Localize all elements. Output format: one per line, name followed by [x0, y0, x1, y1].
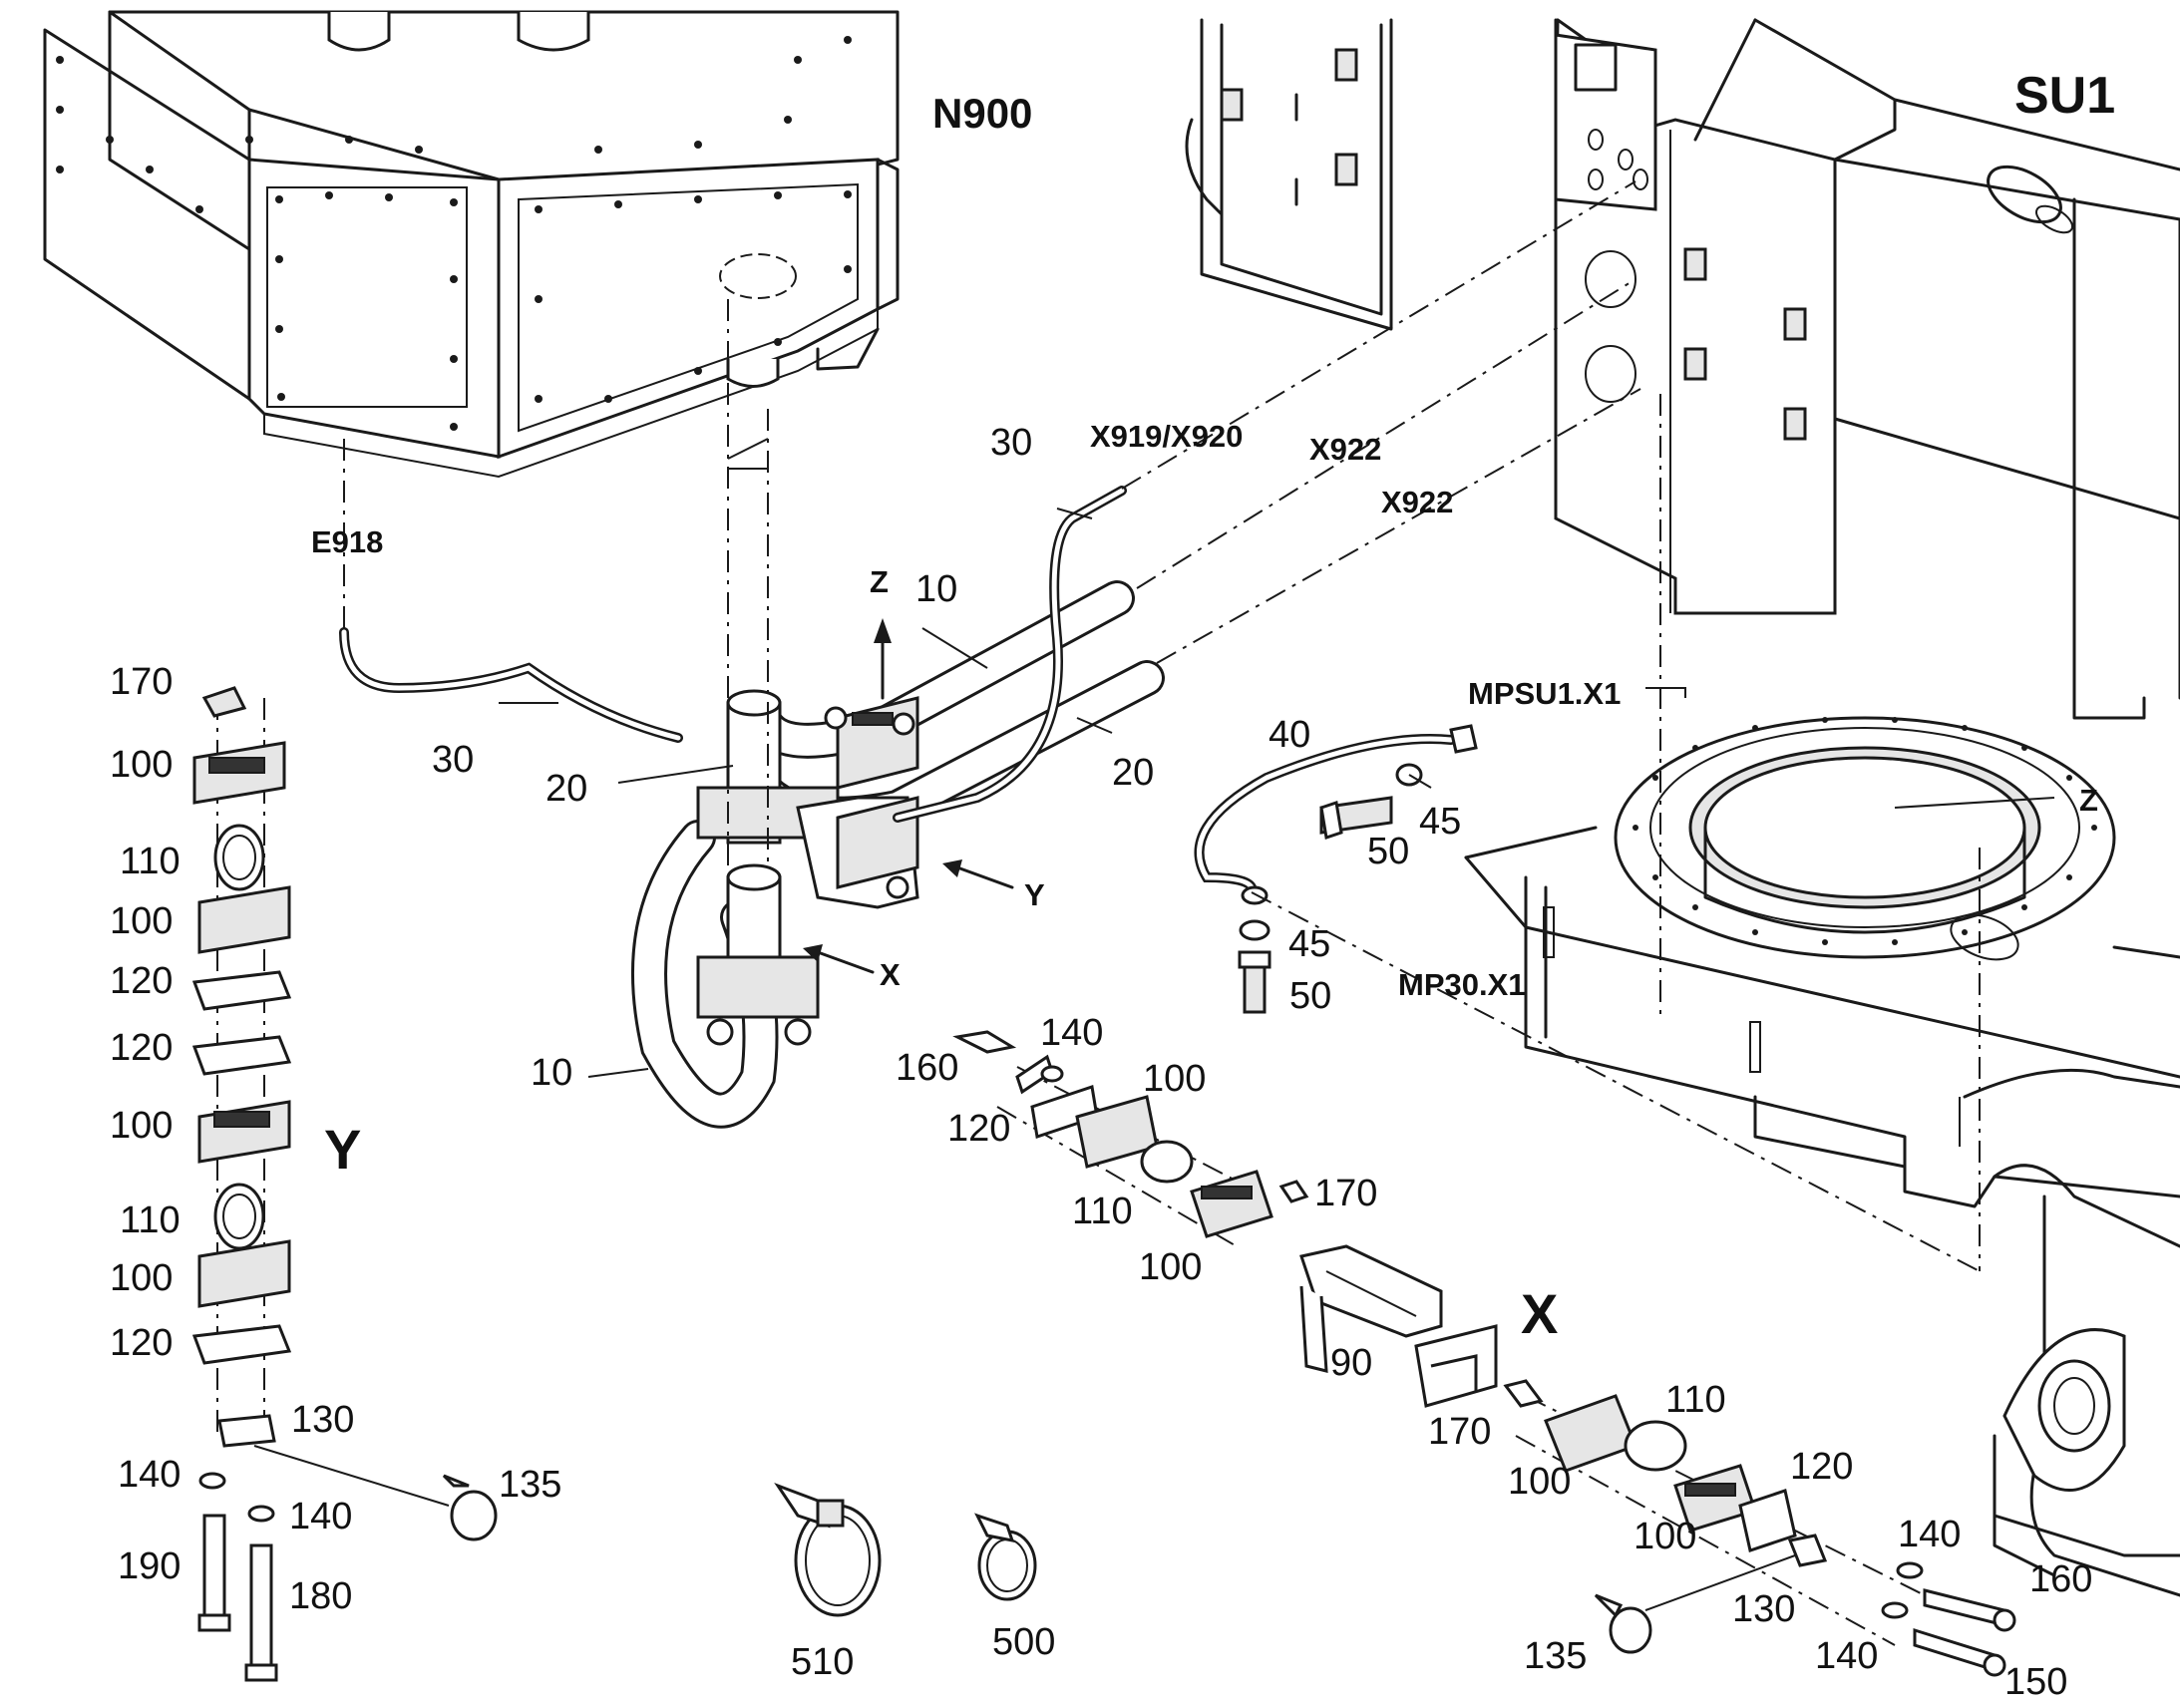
ground-strap-assembly — [1194, 394, 1981, 1272]
connector-mpsu1-x1: MPSU1.X1 — [1468, 676, 1622, 711]
view-arrow-x: X — [880, 957, 901, 992]
item-10-loop: 10 — [531, 1052, 573, 1094]
x-item-120: 120 — [1790, 1446, 1854, 1488]
y-item-120-b: 120 — [110, 1027, 174, 1069]
item-45-lower: 45 — [1288, 923, 1331, 965]
m-item-120: 120 — [947, 1108, 1011, 1150]
m-item-140: 140 — [1040, 1012, 1104, 1054]
bracket-90 — [1299, 1244, 1498, 1408]
item-30-top: 30 — [990, 422, 1033, 464]
view-ref-z: Z — [2079, 783, 2098, 818]
y-item-140-a: 140 — [118, 1454, 182, 1496]
item-10-hose: 10 — [915, 568, 958, 610]
y-item-120-a: 120 — [110, 960, 174, 1002]
item-90: 90 — [1330, 1342, 1373, 1384]
x-item-150: 150 — [2004, 1661, 2068, 1703]
view-arrow-z: Z — [870, 564, 889, 599]
connector-x922-b: X922 — [1381, 485, 1454, 519]
connector-x919-x920: X919/X920 — [1090, 419, 1244, 454]
y-item-140-b: 140 — [289, 1496, 353, 1537]
item-30-left: 30 — [432, 739, 475, 781]
y-item-120-c: 120 — [110, 1322, 174, 1364]
y-item-110-b: 110 — [120, 1199, 181, 1241]
assembly-su1: SU1 — [2014, 67, 2116, 125]
detail-y-clamp-stack — [191, 686, 498, 1682]
x-item-110: 110 — [1665, 1379, 1726, 1421]
item-50-lower: 50 — [1289, 975, 1332, 1017]
y-item-100-d: 100 — [110, 1257, 174, 1299]
cable-ties — [774, 1482, 1037, 1617]
detail-label-x: X — [1521, 1282, 1559, 1345]
connector-e918: E918 — [311, 524, 384, 559]
item-45-upper: 45 — [1419, 801, 1462, 843]
x-item-140-b: 140 — [1815, 1635, 1879, 1677]
connector-mp30-x1: MP30.X1 — [1398, 967, 1526, 1002]
item-500: 500 — [992, 1621, 1056, 1663]
y-item-190: 190 — [118, 1545, 182, 1587]
x-item-135: 135 — [1524, 1635, 1588, 1677]
x-item-100-b: 100 — [1634, 1516, 1697, 1557]
middle-clamp-stack — [952, 1030, 1309, 1247]
cable-harness — [339, 180, 2055, 1129]
item-510: 510 — [791, 1641, 855, 1683]
item-20-right: 20 — [1112, 752, 1155, 794]
detail-label-y: Y — [324, 1118, 362, 1181]
view-arrow-y: Y — [1024, 877, 1045, 912]
y-item-100-a: 100 — [110, 744, 174, 786]
superstructure-su1 — [1185, 18, 2180, 720]
x-item-170: 170 — [1428, 1411, 1492, 1453]
item-20-left: 20 — [545, 768, 588, 810]
m-item-110: 110 — [1072, 1191, 1133, 1232]
detail-x-clamp-stack — [1503, 1379, 2016, 1677]
item-40: 40 — [1269, 714, 1311, 756]
assembly-n900: N900 — [932, 90, 1033, 137]
x-item-160: 160 — [2029, 1558, 2093, 1600]
undercarriage-frame — [1464, 687, 2180, 1597]
x-item-130: 130 — [1732, 1588, 1796, 1630]
m-item-100-b: 100 — [1139, 1246, 1203, 1288]
y-item-180: 180 — [289, 1575, 353, 1617]
item-50-upper: 50 — [1367, 831, 1410, 872]
y-item-170: 170 — [110, 661, 174, 703]
y-item-100-b: 100 — [110, 900, 174, 942]
y-item-135: 135 — [499, 1464, 562, 1506]
y-item-130: 130 — [291, 1399, 355, 1441]
m-item-170: 170 — [1314, 1173, 1378, 1214]
m-item-160: 160 — [896, 1047, 959, 1089]
x-item-140-a: 140 — [1898, 1514, 1962, 1555]
y-item-110-a: 110 — [120, 841, 181, 882]
connector-x922-a: X922 — [1309, 432, 1382, 467]
m-item-100-a: 100 — [1143, 1058, 1207, 1100]
x-item-100-a: 100 — [1508, 1461, 1572, 1503]
y-item-100-c: 100 — [110, 1105, 174, 1147]
turntable-housing-n900 — [43, 10, 900, 479]
